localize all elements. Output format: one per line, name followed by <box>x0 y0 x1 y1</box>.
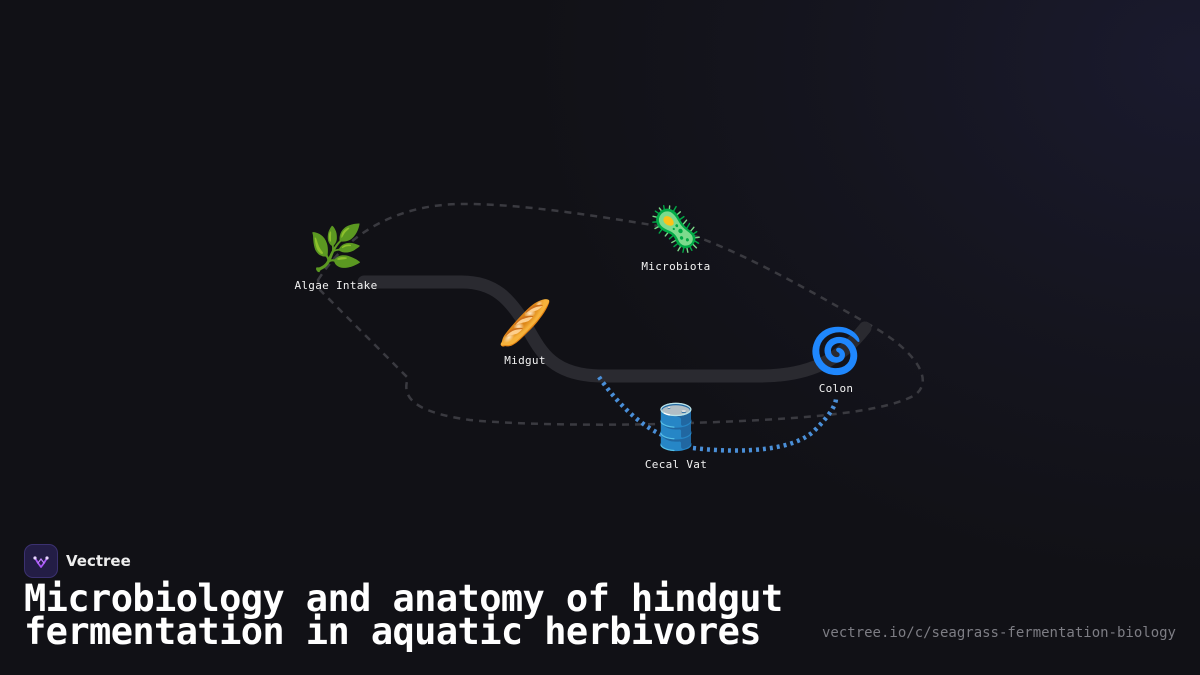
source-url[interactable]: vectree.io/c/seagrass-fermentation-biolo… <box>821 625 1176 641</box>
digestive-tract-path <box>357 275 872 383</box>
node-label-cecal-vat: Cecal Vat <box>644 458 708 471</box>
node-algae-intake[interactable]: 🌿 Algae Intake <box>256 224 416 293</box>
baguette-icon: 🥖 <box>497 299 553 348</box>
node-midgut[interactable]: 🥖 Midgut <box>445 299 605 368</box>
microbe-icon: 🦠 <box>648 205 704 254</box>
node-label-algae-intake: Algae Intake <box>294 279 378 292</box>
page-title: Microbiology and anatomy of hindgut ferm… <box>24 580 824 650</box>
node-label-colon: Colon <box>818 382 854 395</box>
cyclone-icon: 🌀 <box>808 327 864 376</box>
brand-name: Vectree <box>66 552 131 570</box>
flow-cecal-vat-to-colon <box>692 397 839 453</box>
vectree-logo-icon <box>24 544 58 578</box>
flow-midgut-to-cecal-vat <box>597 375 671 441</box>
barrel-icon: 🛢️ <box>648 403 704 452</box>
brand[interactable]: Vectree <box>24 544 131 578</box>
node-cecal-vat[interactable]: 🛢️ Cecal Vat <box>596 403 756 472</box>
title-line-2: fermentation in aquatic herbivores <box>24 610 762 653</box>
node-microbiota[interactable]: 🦠 Microbiota <box>596 205 756 274</box>
node-label-midgut: Midgut <box>504 354 546 367</box>
herb-icon: 🌿 <box>308 224 364 273</box>
title-line-1: Microbiology and anatomy of hindgut <box>24 577 783 620</box>
node-colon[interactable]: 🌀 Colon <box>756 327 916 396</box>
node-label-microbiota: Microbiota <box>641 260 711 273</box>
